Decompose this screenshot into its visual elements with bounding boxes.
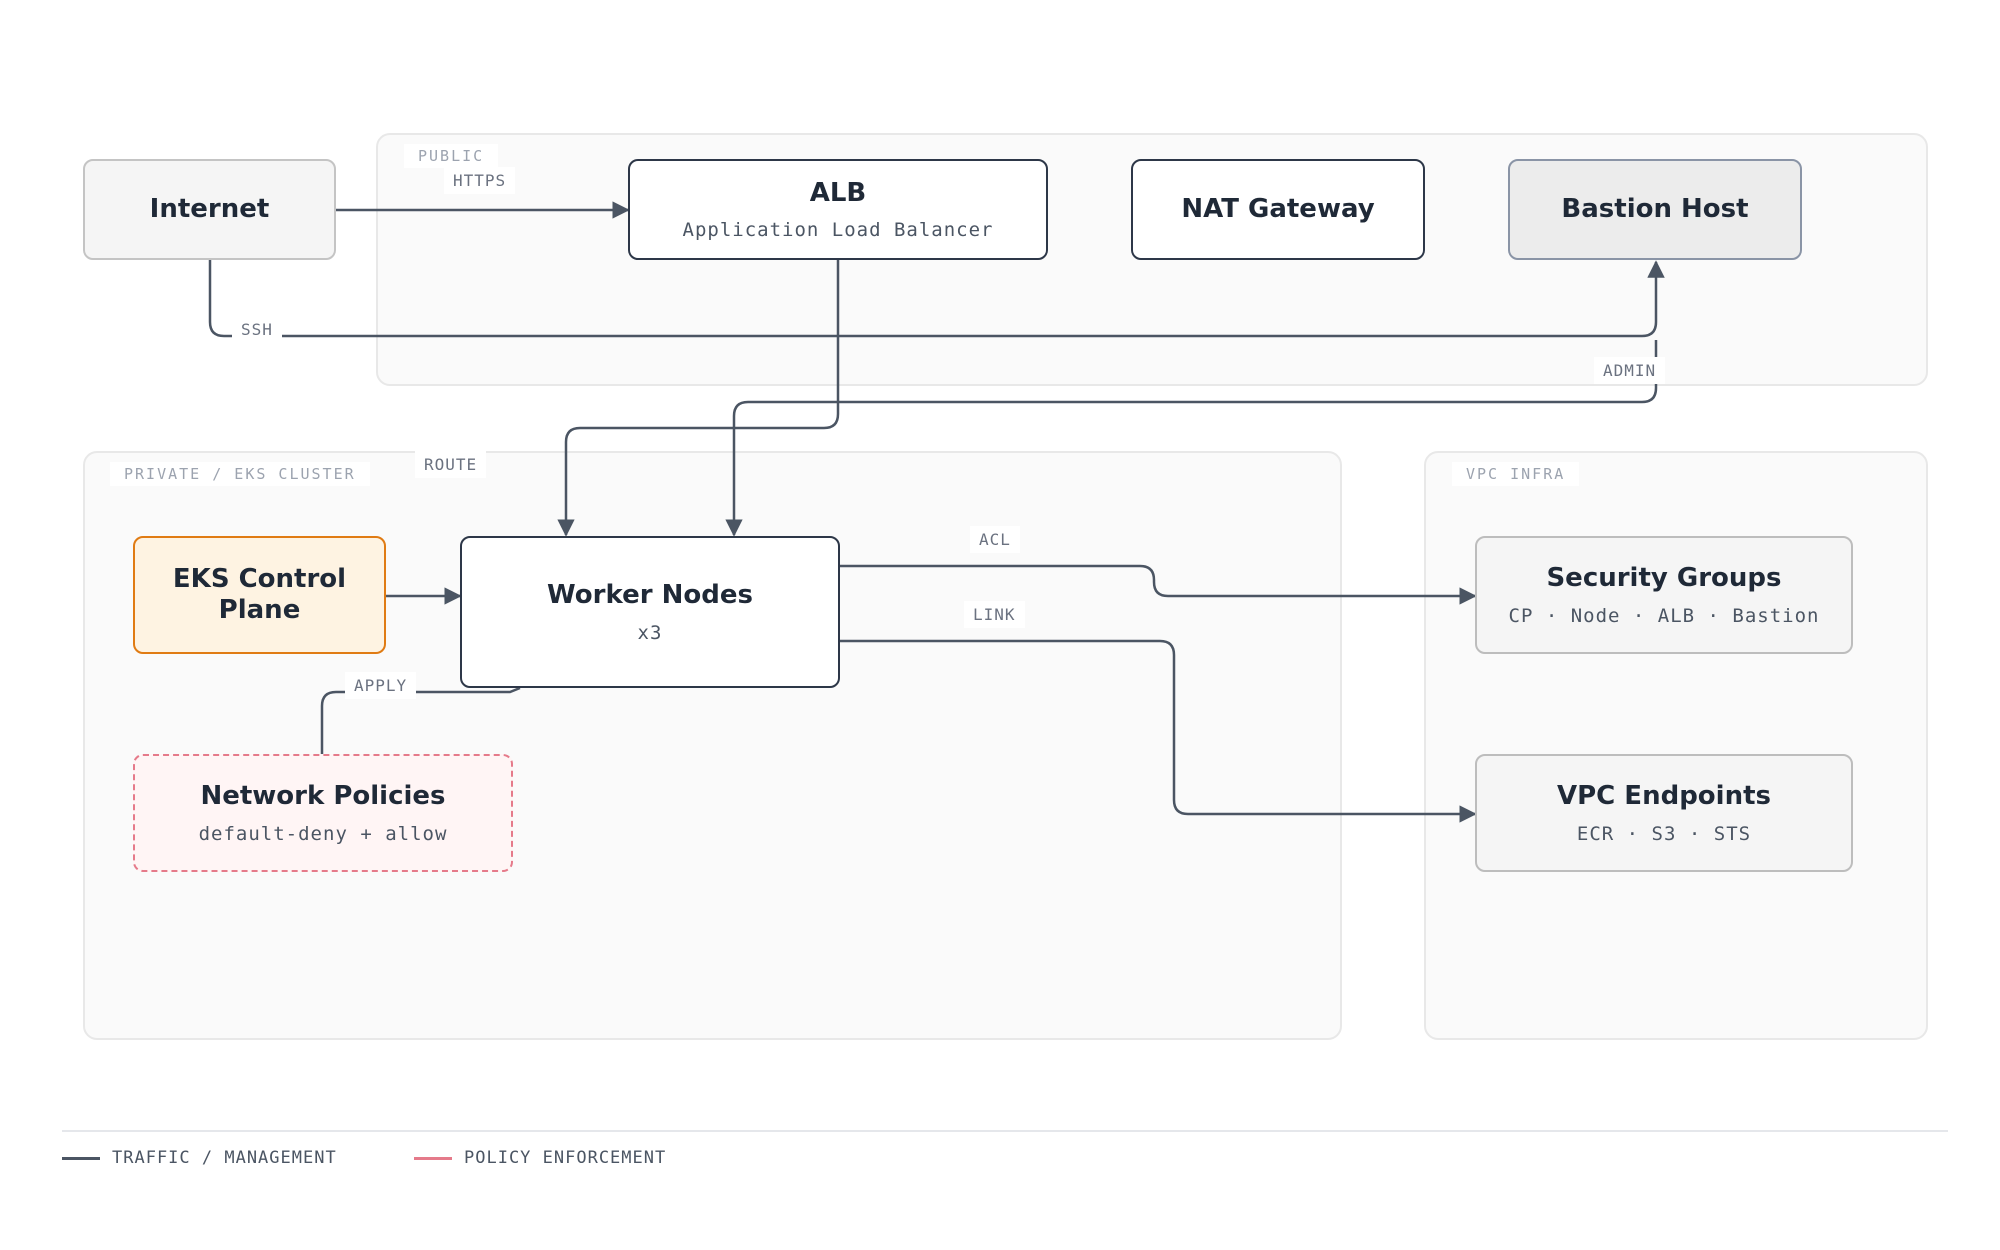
security-groups-node-subtitle: CP · Node · ALB · Bastion [1508,604,1820,627]
edge-label-link: LINK [964,601,1025,628]
eks-control-plane-node[interactable]: EKS Control Plane [133,536,386,654]
security-groups-node-title: Security Groups [1546,563,1782,594]
vpc-endpoints-node-title: VPC Endpoints [1557,781,1771,812]
bastion-host-node[interactable]: Bastion Host [1508,159,1802,260]
edge-label-https: HTTPS [444,167,516,194]
nat-gateway-node-title: NAT Gateway [1181,193,1375,224]
vpc-endpoints-node[interactable]: VPC Endpoints ECR · S3 · STS [1475,754,1853,872]
network-policies-node-title: Network Policies [200,781,446,812]
worker-nodes-node[interactable]: Worker Nodes x3 [460,536,840,688]
nat-gateway-node[interactable]: NAT Gateway [1131,159,1425,260]
legend-label-traffic: TRAFFIC / MANAGEMENT [112,1148,337,1168]
vpc-infra-group-label: VPC INFRA [1452,462,1580,486]
bastion-host-node-title: Bastion Host [1561,193,1749,224]
internet-node-title: Internet [149,193,270,224]
eks-control-plane-node-title: EKS Control Plane [172,563,347,625]
alb-node[interactable]: ALB Application Load Balancer [628,159,1048,260]
legend-item-policy: POLICY ENFORCEMENT [414,1148,666,1168]
edge-workers-sg [840,564,1477,605]
edge-internet-bastion [208,260,1665,338]
network-policies-node-subtitle: default-deny + allow [198,822,448,845]
alb-node-subtitle: Application Load Balancer [682,219,994,242]
private-group-label: PRIVATE / EKS CLUSTER [110,462,370,486]
edge-label-acl: ACL [970,526,1020,553]
legend-swatch-policy [414,1156,452,1160]
edge-alb-workers [557,260,840,537]
worker-nodes-node-subtitle: x3 [637,621,663,644]
internet-node[interactable]: Internet [83,159,336,260]
worker-nodes-node-title: Worker Nodes [547,580,753,611]
edge-label-route: ROUTE [415,451,487,478]
network-policies-node[interactable]: Network Policies default-deny + allow [133,754,513,872]
legend: TRAFFIC / MANAGEMENT POLICY ENFORCEMENT [62,1130,1948,1168]
edge-label-apply: APPLY [345,672,417,699]
legend-label-policy: POLICY ENFORCEMENT [464,1148,667,1168]
edge-label-admin: ADMIN [1594,357,1666,384]
legend-item-traffic: TRAFFIC / MANAGEMENT [62,1148,337,1168]
vpc-endpoints-node-subtitle: ECR · S3 · STS [1576,822,1752,845]
edge-bastion-workers [725,340,1658,537]
edge-workers-policies [320,686,521,754]
edge-workers-endpoints [840,639,1477,823]
legend-swatch-traffic [62,1156,100,1160]
alb-node-title: ALB [809,177,867,208]
security-groups-node[interactable]: Security Groups CP · Node · ALB · Bastio… [1475,536,1853,654]
public-group-label: PUBLIC [404,144,499,168]
edge-label-ssh: SSH [232,316,282,343]
